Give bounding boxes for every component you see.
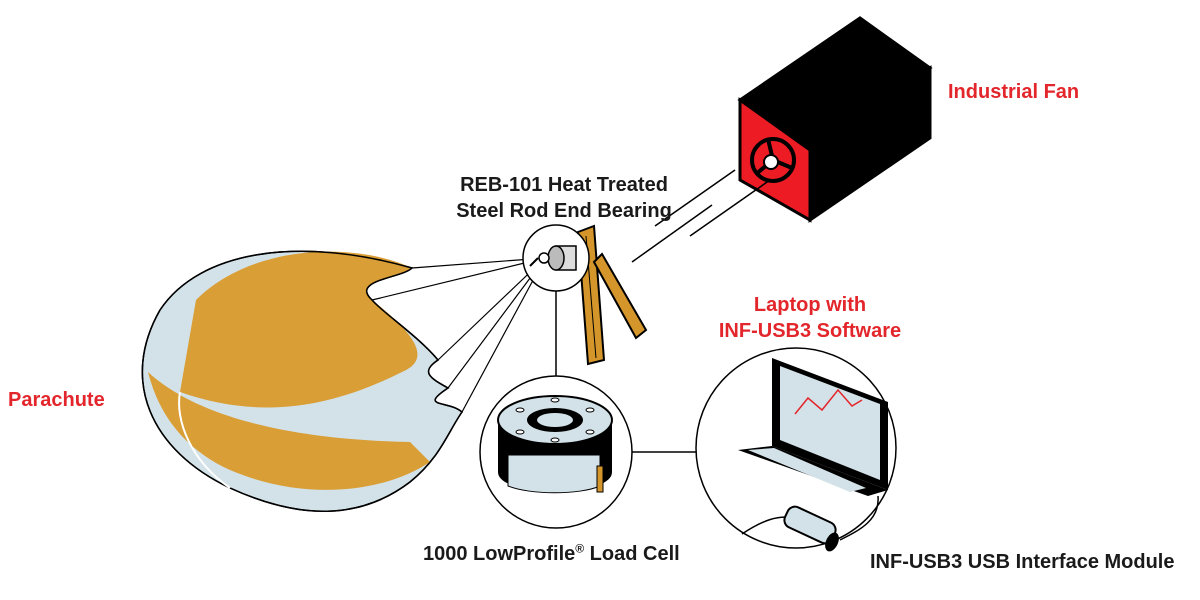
registered-mark: ® bbox=[575, 541, 585, 556]
fan-blade-icon bbox=[750, 137, 796, 183]
laptop-icon bbox=[738, 358, 888, 496]
usb-module-icon bbox=[741, 495, 879, 552]
bearing-label: REB-101 Heat Treated Steel Rod End Beari… bbox=[440, 172, 688, 224]
laptop-label: Laptop with INF-USB3 Software bbox=[700, 292, 920, 344]
load-cell bbox=[479, 375, 633, 529]
rod-end-bearing bbox=[522, 224, 590, 292]
laptop-label-line2: INF-USB3 Software bbox=[718, 320, 902, 342]
parachute bbox=[141, 250, 464, 513]
usb-module-label: INF-USB3 USB Interface Module bbox=[870, 551, 1175, 573]
laptop-circle bbox=[695, 347, 897, 552]
parachute-label: Parachute bbox=[8, 389, 105, 411]
load-cell-label: 1000 LowProfile® Load Cell bbox=[423, 541, 680, 567]
industrial-fan bbox=[631, 16, 933, 263]
industrial-fan-label: Industrial Fan bbox=[948, 81, 1080, 103]
stand bbox=[576, 224, 648, 366]
laptop-label-line1: Laptop with bbox=[753, 294, 867, 316]
load-cell-label-suffix: Load Cell bbox=[584, 543, 680, 565]
bearing-label-line2: Steel Rod End Bearing bbox=[456, 200, 672, 222]
load-cell-label-text: 1000 LowProfile bbox=[423, 543, 576, 565]
bearing-label-line1: REB-101 Heat Treated bbox=[460, 174, 668, 196]
